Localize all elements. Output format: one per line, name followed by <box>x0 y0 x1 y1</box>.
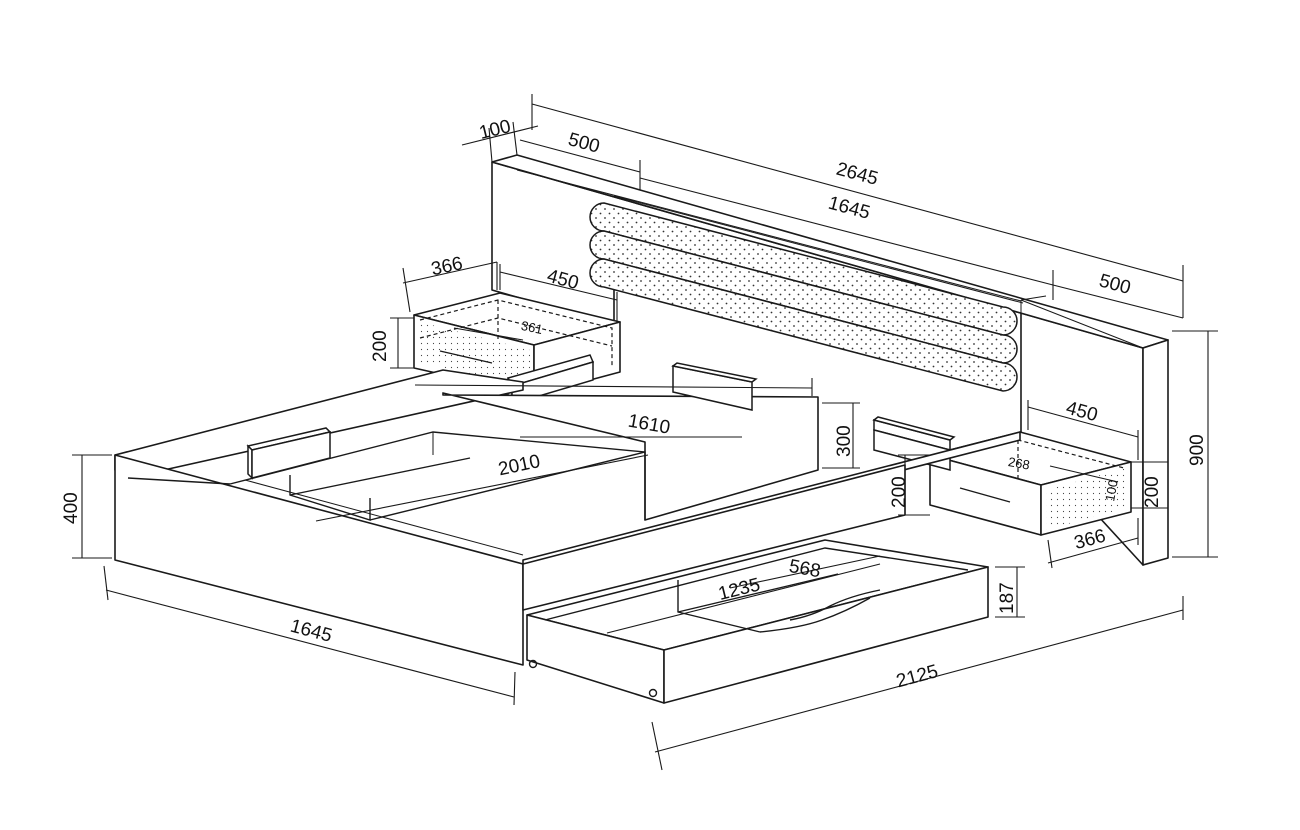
dim-bed-length: 2125 <box>894 661 940 692</box>
dim-footboard-height: 300 <box>834 425 855 457</box>
bed-frame <box>114 362 1021 666</box>
dim-right-drawer-depth: 100 <box>1102 479 1121 503</box>
dim-frame-inner-length: 2010 <box>496 451 542 480</box>
dim-bed-width: 1645 <box>288 616 334 647</box>
dim-headboard-right-section: 500 <box>1097 270 1133 298</box>
dim-left-nightstand-height: 200 <box>370 330 391 362</box>
dim-frame-height: 400 <box>61 492 82 524</box>
headboard-cushions <box>589 195 1024 392</box>
dim-headboard-total-width: 2645 <box>834 159 880 190</box>
left-nightstand <box>413 292 621 406</box>
dim-storage-drawer-height: 187 <box>997 582 1018 614</box>
dimension-lines <box>72 94 1218 771</box>
dim-right-nightstand-height: 200 <box>1142 476 1163 508</box>
dim-right-nightstand-drawer-height: 200 <box>889 476 910 508</box>
dim-left-nightstand-depth: 366 <box>429 253 464 280</box>
dim-right-nightstand-depth: 366 <box>1072 526 1108 554</box>
dim-headboard-panel-width: 1645 <box>826 193 872 224</box>
dim-headboard-thickness: 100 <box>477 116 513 144</box>
dim-headboard-height: 900 <box>1187 434 1208 466</box>
dim-right-drawer-inner: 268 <box>1007 454 1031 473</box>
dim-left-drawer-inner: 361 <box>520 318 544 337</box>
